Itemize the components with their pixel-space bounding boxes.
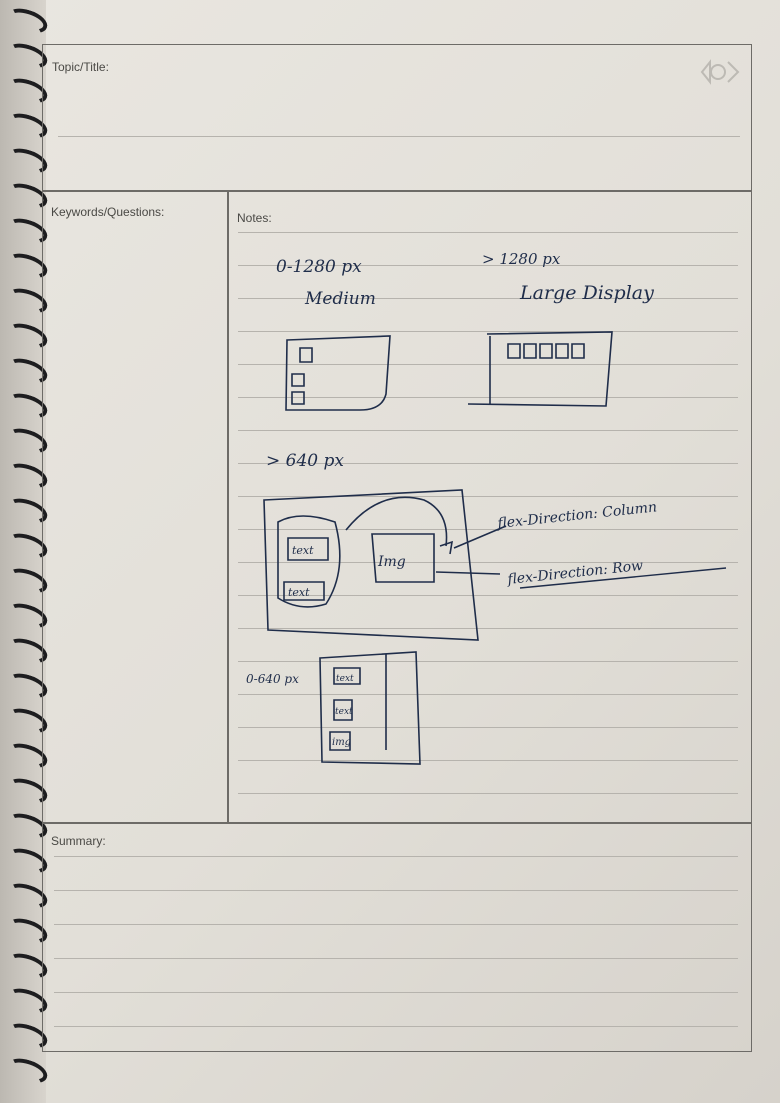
box-img-text: Img xyxy=(377,554,406,570)
summary-rule xyxy=(54,992,738,993)
notes-rule xyxy=(238,463,738,464)
notes-rule xyxy=(238,760,738,761)
tablet-layout-sketch xyxy=(263,489,507,641)
mobile-img-text: img xyxy=(332,737,351,748)
box-text-a: text xyxy=(292,544,314,557)
logo-icon xyxy=(700,59,740,85)
notes-rule xyxy=(238,364,738,365)
notes-label: Notes: xyxy=(237,211,272,225)
notes-rule xyxy=(238,430,738,431)
notes-rule xyxy=(238,397,738,398)
summary-rule xyxy=(54,1026,738,1027)
mobile-range-text: 0-640 px xyxy=(246,672,299,686)
topic-rule xyxy=(58,136,740,137)
notes-rule xyxy=(238,562,738,563)
notes-rule xyxy=(238,232,738,233)
spiral-binding xyxy=(0,0,51,1103)
topic-divider xyxy=(42,190,752,192)
flex-column-text: flex-Direction: Column xyxy=(496,499,658,532)
large-layout-sketch xyxy=(467,331,613,407)
notes-rule xyxy=(238,265,738,266)
medium-range-text: 0-1280 px xyxy=(276,257,362,277)
summary-rule xyxy=(54,958,738,959)
medium-layout-sketch xyxy=(285,335,391,411)
large-range-text: > 1280 px xyxy=(482,250,561,268)
mobile-layout-sketch xyxy=(319,651,421,765)
summary-divider xyxy=(42,822,752,824)
cornell-notes-sheet xyxy=(42,44,752,1052)
summary-rule xyxy=(54,924,738,925)
notes-rule xyxy=(238,661,738,662)
medium-name-text: Medium xyxy=(304,289,376,309)
flex-row-text: flex-Direction: Row xyxy=(506,558,644,588)
keywords-divider xyxy=(227,191,229,823)
summary-rule xyxy=(54,856,738,857)
mobile-text-a: text xyxy=(336,674,354,684)
large-name-text: Large Display xyxy=(519,282,654,304)
topic-label: Topic/Title: xyxy=(52,60,109,74)
notes-rule xyxy=(238,793,738,794)
notes-rule xyxy=(238,694,738,695)
summary-label: Summary: xyxy=(51,834,106,848)
tablet-range-text: > 640 px xyxy=(266,451,344,471)
notes-rule xyxy=(238,628,738,629)
keywords-label: Keywords/Questions: xyxy=(51,205,165,219)
notes-rule xyxy=(238,595,738,596)
notes-rule xyxy=(238,496,738,497)
notes-rule xyxy=(238,298,738,299)
notes-rule xyxy=(238,727,738,728)
mobile-text-b: text xyxy=(335,707,353,717)
box-text-b: text xyxy=(288,586,310,599)
summary-rule xyxy=(54,890,738,891)
notes-rule xyxy=(238,529,738,530)
notes-rule xyxy=(238,331,738,332)
